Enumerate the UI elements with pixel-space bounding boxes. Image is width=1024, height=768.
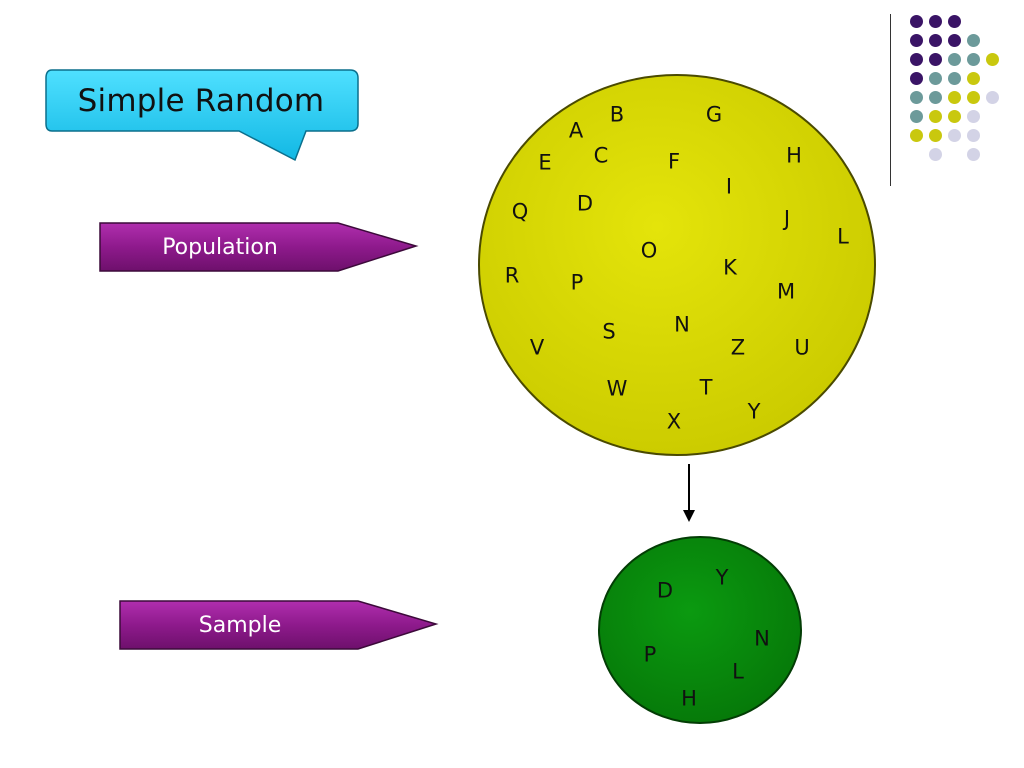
population-letter: D [576, 191, 594, 216]
decorative-dot [929, 91, 942, 104]
sample-letter: L [732, 659, 744, 684]
slide-title: Simple Random [77, 83, 325, 119]
population-letter: N [674, 312, 690, 337]
population-letter: A [568, 118, 584, 143]
decorative-dot [910, 91, 923, 104]
sample-label: Sample [198, 612, 282, 638]
decorative-dot [967, 110, 980, 123]
population-letter: I [725, 174, 733, 199]
population-label: Population [162, 234, 278, 260]
population-letter: C [593, 143, 609, 168]
decorative-dot [948, 15, 961, 28]
decorative-dot [910, 15, 923, 28]
decorative-dot [948, 34, 961, 47]
population-letter: F [667, 149, 681, 174]
population-letter: Z [730, 335, 746, 360]
sample-letter: Y [715, 565, 729, 590]
population-letter: P [570, 270, 584, 295]
decorative-dot [929, 34, 942, 47]
population-letter: B [609, 102, 625, 127]
decorative-divider [890, 14, 891, 186]
population-letter: T [699, 375, 713, 400]
sample-letter: D [656, 578, 674, 603]
sample-letter: H [681, 686, 697, 711]
population-letter: X [666, 409, 682, 434]
population-letter: W [606, 376, 628, 401]
decorative-dot [948, 53, 961, 66]
decorative-dot [967, 148, 980, 161]
sample-letter: P [643, 642, 657, 667]
callout-shape [45, 69, 359, 162]
population-letter: O [640, 238, 658, 263]
population-arrow [99, 222, 419, 272]
decorative-dot [929, 129, 942, 142]
decorative-dot [948, 91, 961, 104]
decorative-dot [929, 148, 942, 161]
decorative-dot [910, 129, 923, 142]
decorative-dot [967, 53, 980, 66]
population-letter: S [602, 319, 616, 344]
population-letter: L [837, 224, 849, 249]
decorative-dot [967, 129, 980, 142]
sample-letter: N [754, 626, 770, 651]
decorative-dot [948, 72, 961, 85]
decorative-dot [910, 34, 923, 47]
sample-arrow [119, 600, 439, 650]
decorative-dot [967, 91, 980, 104]
decorative-dot [967, 72, 980, 85]
population-letter: K [723, 255, 737, 280]
population-letter: G [705, 102, 723, 127]
population-letter: R [504, 263, 520, 288]
population-letter: E [538, 150, 552, 175]
population-letter: U [794, 335, 810, 360]
population-letter: J [783, 206, 791, 231]
sample-circle [598, 536, 802, 724]
decorative-dot [929, 72, 942, 85]
decorative-dot [910, 53, 923, 66]
decorative-dot [910, 110, 923, 123]
decorative-dot [948, 129, 961, 142]
population-letter: Q [511, 199, 529, 224]
population-letter: H [786, 143, 802, 168]
population-letter: M [776, 279, 796, 304]
decorative-dot [986, 53, 999, 66]
down-arrow [683, 464, 695, 522]
population-circle [478, 74, 876, 456]
decorative-dot-grid [910, 15, 1010, 165]
decorative-dot [948, 110, 961, 123]
decorative-dot [986, 91, 999, 104]
population-letter: V [529, 335, 545, 360]
population-letter: Y [747, 399, 761, 424]
decorative-dot [929, 53, 942, 66]
decorative-dot [929, 15, 942, 28]
decorative-dot [929, 110, 942, 123]
decorative-dot [967, 34, 980, 47]
decorative-dot [910, 72, 923, 85]
